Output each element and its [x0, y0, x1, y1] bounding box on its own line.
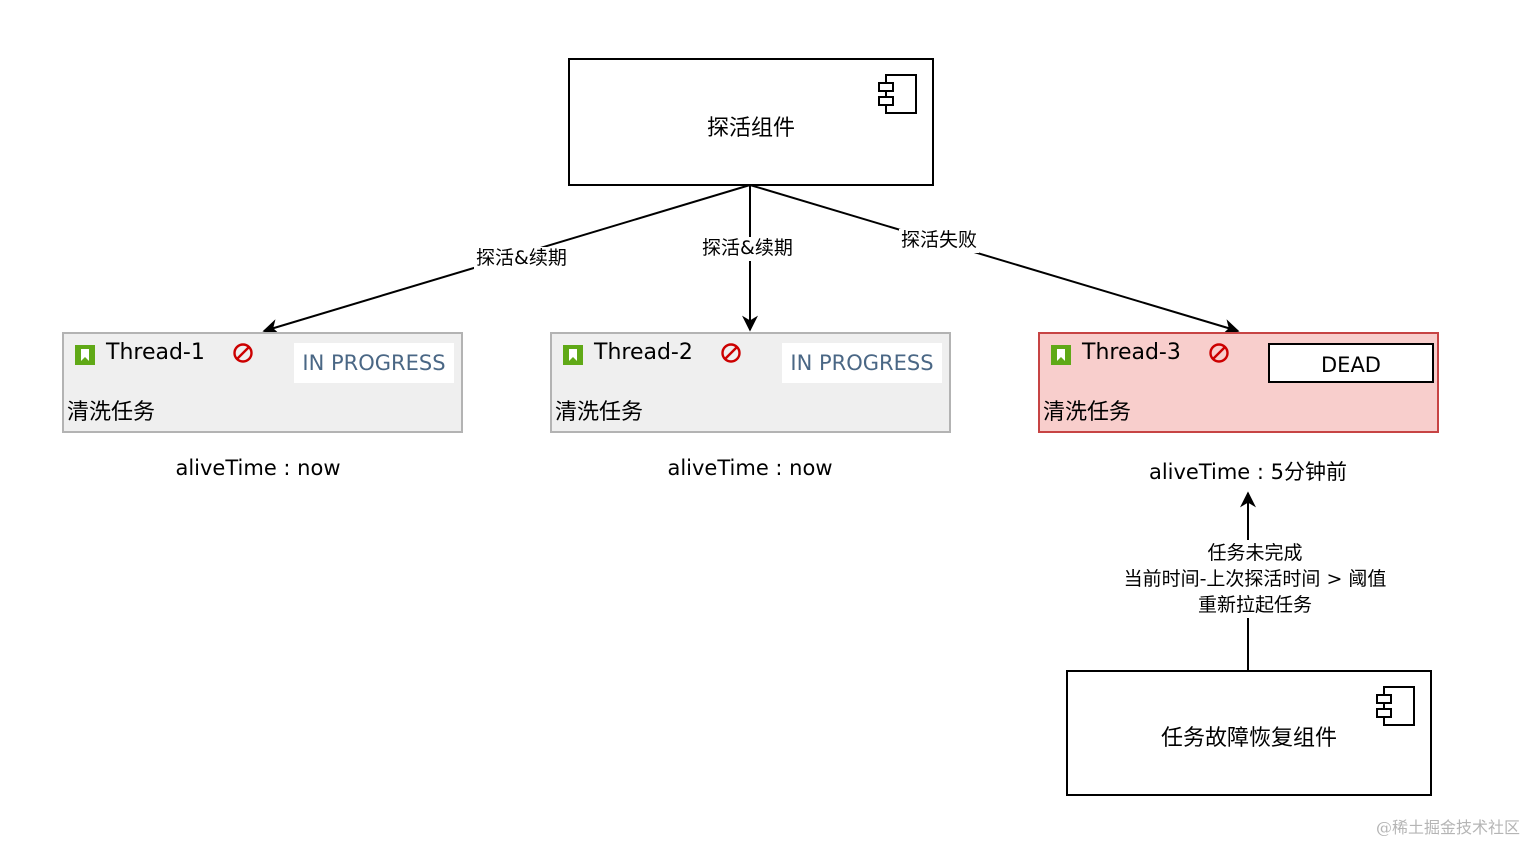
- recovery-component[interactable]: 任务故障恢复组件: [1066, 670, 1432, 796]
- blocked-icon: [721, 343, 741, 363]
- bookmark-icon: [75, 345, 95, 365]
- status-badge: IN PROGRESS: [782, 343, 942, 383]
- task-name: 清洗任务: [555, 400, 644, 425]
- thread-card-2[interactable]: Thread-2 IN PROGRESS 清洗任务: [550, 332, 951, 433]
- blocked-icon: [1209, 343, 1229, 363]
- thread-name: Thread-1: [106, 340, 205, 365]
- task-name: 清洗任务: [67, 400, 156, 425]
- alive-time-3: aliveTime : 5分钟前: [1148, 460, 1348, 484]
- edge-label-1: 探活&续期: [474, 247, 569, 271]
- recovery-line-1: 任务未完成: [1207, 542, 1303, 564]
- status-badge: DEAD: [1268, 343, 1434, 383]
- probe-component[interactable]: 探活组件: [568, 58, 934, 186]
- status-badge: IN PROGRESS: [294, 343, 454, 383]
- alive-time-2: aliveTime : now: [667, 456, 833, 480]
- component-icon: [1376, 686, 1415, 726]
- bookmark-icon: [563, 345, 583, 365]
- blocked-icon: [233, 343, 253, 363]
- recovery-component-label: 任务故障恢复组件: [1160, 726, 1337, 751]
- recovery-line-2: 当前时间-上次探活时间 > 阈值: [1123, 568, 1387, 590]
- edge-label-3: 探活失败: [899, 229, 980, 253]
- task-name: 清洗任务: [1043, 400, 1132, 425]
- recovery-line-3: 重新拉起任务: [1197, 594, 1312, 616]
- edge-label-2: 探活&续期: [700, 237, 795, 261]
- alive-time-1: aliveTime : now: [175, 456, 341, 480]
- edge-probe-to-thread-3: [749, 184, 1240, 335]
- probe-component-label: 探活组件: [706, 116, 795, 141]
- bookmark-icon: [1051, 345, 1071, 365]
- thread-name: Thread-3: [1082, 340, 1181, 365]
- thread-card-1[interactable]: Thread-1 IN PROGRESS 清洗任务: [62, 332, 463, 433]
- thread-name: Thread-2: [594, 340, 693, 365]
- watermark: @稀土掘金技术社区: [1375, 818, 1520, 837]
- thread-card-3[interactable]: Thread-3 DEAD 清洗任务: [1038, 332, 1439, 433]
- recovery-edge-label: 任务未完成 当前时间-上次探活时间 > 阈值 重新拉起任务: [1090, 540, 1420, 618]
- component-icon: [878, 74, 917, 114]
